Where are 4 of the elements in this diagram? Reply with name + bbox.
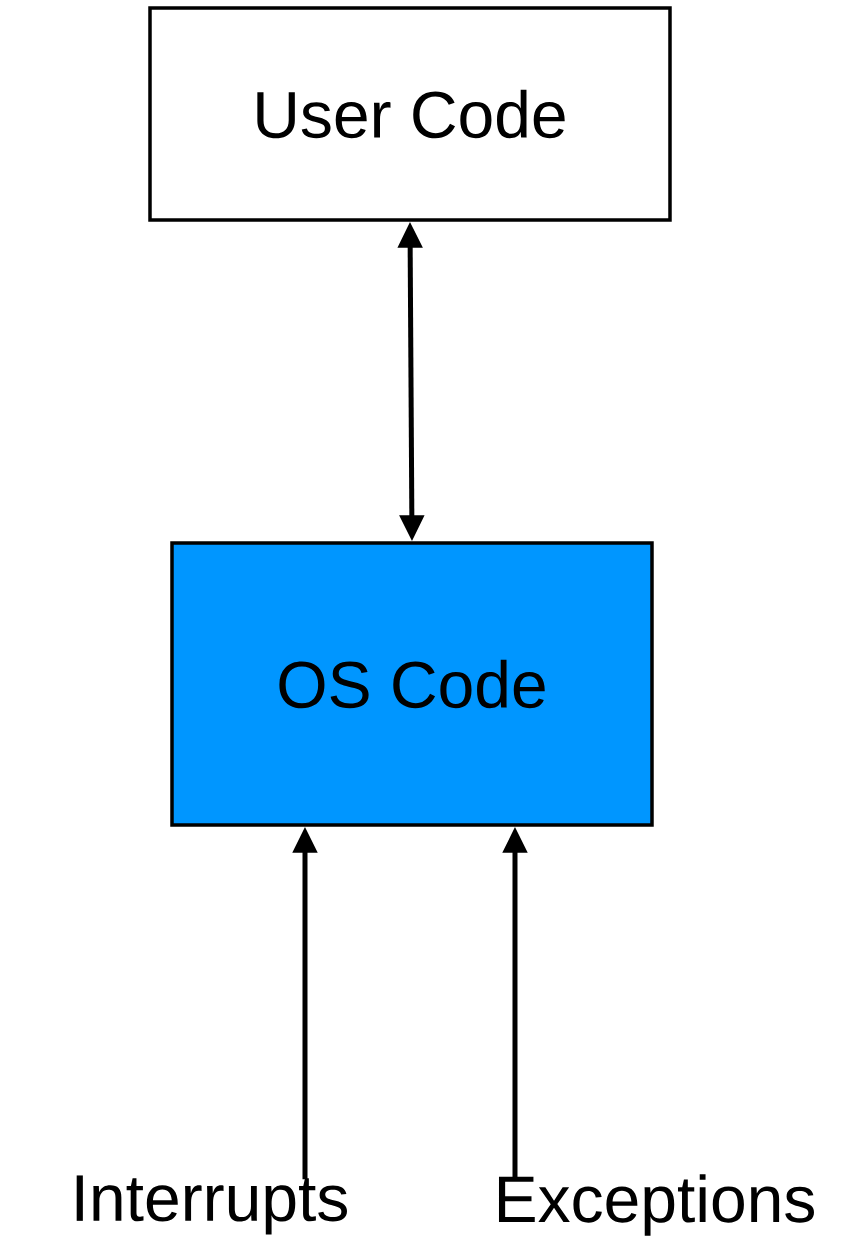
text-label: Interrupts xyxy=(76,1175,347,1235)
process-box: OS Code xyxy=(170,541,654,827)
text-label: Exceptions xyxy=(499,1174,814,1236)
process-box: User Code xyxy=(148,6,672,222)
